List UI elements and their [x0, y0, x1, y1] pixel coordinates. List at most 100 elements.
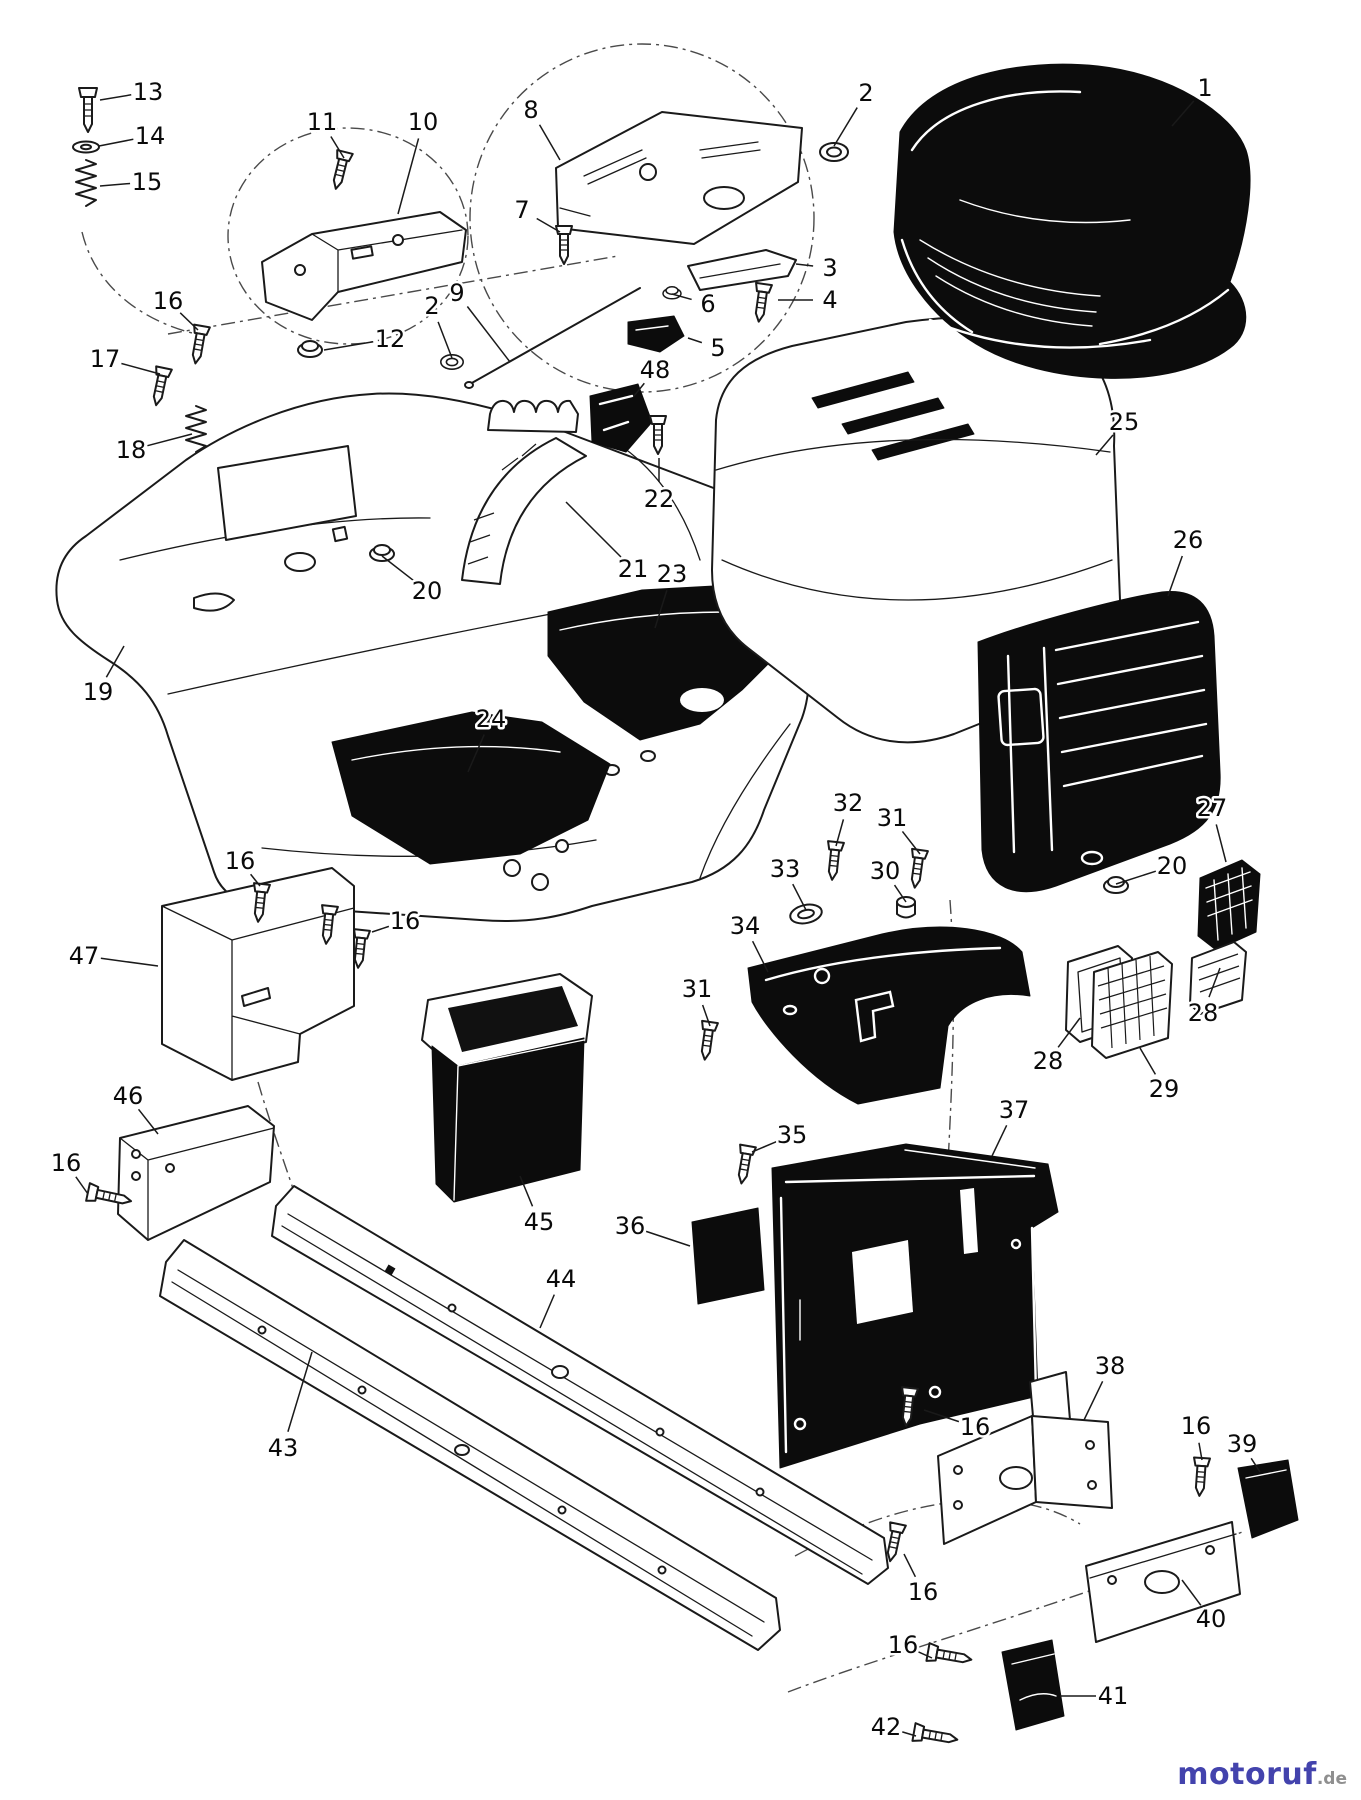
leader-line-28	[1208, 967, 1221, 998]
leader-line-16	[903, 1553, 917, 1578]
part-label-16: 16	[51, 1149, 82, 1177]
part-10-hinge-plate	[261, 211, 467, 321]
leader-line-27	[1215, 824, 1227, 863]
part-label-42: 42	[871, 1713, 902, 1741]
leader-line-34	[751, 940, 769, 973]
leader-line-33	[792, 883, 807, 911]
leader-line-2	[437, 321, 453, 359]
part-label-25: 25	[1109, 408, 1140, 436]
leader-line-26	[1167, 555, 1183, 597]
part-33-oval-plate	[789, 903, 823, 925]
part-30-cap	[896, 896, 916, 919]
part-label-40: 40	[1196, 1605, 1227, 1633]
part-label-34: 34	[730, 912, 761, 940]
leader-line-16	[1198, 1442, 1203, 1461]
part-19-chassis-fender	[55, 392, 810, 923]
part-label-27: 27	[1197, 794, 1228, 822]
leader-line-17	[121, 362, 161, 375]
part-31-screw	[905, 847, 929, 890]
leader-line-3	[795, 263, 814, 267]
part-28-lens-housing-right	[1189, 941, 1247, 1015]
leader-line-9	[466, 306, 511, 363]
part-label-10: 10	[408, 108, 439, 136]
part-label-8: 8	[523, 96, 538, 124]
part-label-11: 11	[307, 108, 338, 136]
part-22-screw	[649, 415, 667, 455]
part-label-15: 15	[132, 168, 163, 196]
part-label-41: 41	[1098, 1682, 1129, 1710]
part-label-38: 38	[1095, 1352, 1126, 1380]
part-42-bolt	[911, 1722, 960, 1750]
part-29-headlight-lens	[1091, 951, 1173, 1059]
part-8-seat-plate	[555, 111, 803, 245]
part-label-2: 2	[424, 292, 439, 320]
part-39-corner-bracket	[1237, 1459, 1299, 1539]
part-label-44: 44	[546, 1265, 577, 1293]
part-label-16: 16	[225, 847, 256, 875]
leader-line-16	[179, 312, 199, 331]
part-27-grille-insert	[1197, 859, 1261, 951]
part-label-13: 13	[133, 78, 164, 106]
leader-line-15	[99, 182, 131, 187]
leader-line-16	[75, 1176, 89, 1195]
leader-line-43	[287, 1351, 313, 1432]
part-label-17: 17	[90, 345, 121, 373]
part-9-rod	[464, 287, 641, 389]
part-label-30: 30	[870, 857, 901, 885]
part-35-screw	[732, 1143, 757, 1186]
part-14-washer	[72, 140, 100, 154]
leader-line-10	[397, 138, 420, 215]
leader-line-14	[98, 138, 134, 147]
part-label-5: 5	[710, 334, 725, 362]
leader-line-37	[991, 1125, 1008, 1157]
part-21-curved-support	[461, 399, 587, 585]
part-label-22: 22	[644, 485, 675, 513]
leader-line-29	[1139, 1047, 1157, 1075]
part-label-39: 39	[1227, 1430, 1258, 1458]
leader-line-16	[918, 1651, 933, 1659]
part-label-7: 7	[514, 196, 529, 224]
part-37-side-panel	[771, 1143, 1059, 1469]
leader-line-42	[902, 1731, 917, 1737]
part-32-screw	[823, 840, 845, 882]
part-12-nut	[297, 340, 323, 358]
leader-line-31	[901, 830, 921, 855]
part-label-43: 43	[268, 1434, 299, 1462]
part-48-bracket	[589, 383, 653, 453]
part-label-46: 46	[113, 1082, 144, 1110]
part-16-screw	[186, 323, 211, 366]
leader-line-20	[1115, 870, 1157, 885]
part-label-16: 16	[153, 287, 184, 315]
part-label-20: 20	[412, 577, 443, 605]
part-label-21: 21	[618, 555, 649, 583]
part-label-16: 16	[1181, 1412, 1212, 1440]
part-15-spring	[75, 159, 97, 207]
leader-line-21	[565, 501, 622, 558]
part-label-37: 37	[999, 1096, 1030, 1124]
part-label-24: 24	[476, 705, 507, 733]
watermark-brand: motoruf	[1177, 1757, 1317, 1792]
part-43-frame-rail	[159, 1239, 781, 1651]
part-13-bolt	[78, 87, 98, 133]
part-label-28: 28	[1033, 1047, 1064, 1075]
part-1-seat	[893, 63, 1251, 379]
part-38-mount-bracket	[937, 1371, 1113, 1545]
leader-line-16	[250, 873, 261, 887]
part-41-corner-bracket	[1001, 1639, 1065, 1731]
part-45-battery-box	[421, 973, 593, 1203]
leader-line-8	[538, 124, 561, 161]
part-label-32: 32	[833, 789, 864, 817]
part-36-pad	[691, 1207, 765, 1305]
part-label-35: 35	[777, 1121, 808, 1149]
leader-line-5	[687, 337, 703, 344]
leader-line-16	[923, 1409, 960, 1423]
part-3-bracket	[687, 249, 797, 291]
part-46-support-bracket	[117, 1105, 275, 1241]
part-label-31: 31	[682, 975, 713, 1003]
part-label-36: 36	[615, 1212, 646, 1240]
part-label-12: 12	[375, 325, 406, 353]
part-label-47: 47	[69, 942, 100, 970]
